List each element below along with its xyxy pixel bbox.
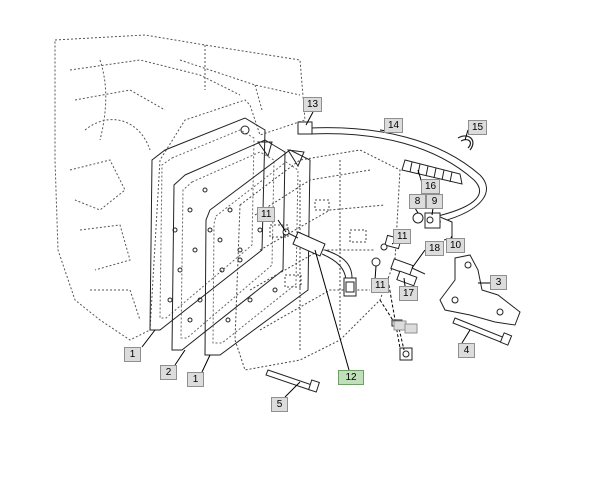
- callout-14[interactable]: 14: [384, 118, 404, 133]
- callout-1-back[interactable]: 1: [124, 347, 141, 362]
- callout-11-middle[interactable]: 11: [393, 229, 412, 244]
- callout-9[interactable]: 9: [426, 194, 443, 209]
- callout-11-upper[interactable]: 11: [257, 207, 276, 222]
- callout-8[interactable]: 8: [409, 194, 426, 209]
- callout-18[interactable]: 18: [425, 241, 445, 256]
- callout-17[interactable]: 17: [399, 286, 419, 301]
- hose-segment: [401, 159, 463, 185]
- leader-lines: [141, 111, 490, 398]
- callout-4[interactable]: 4: [458, 343, 475, 358]
- mounting-bracket: [439, 254, 521, 326]
- callout-1-front[interactable]: 1: [187, 372, 204, 387]
- oil-pipe: [297, 121, 487, 223]
- gasket-plate-middle: [171, 139, 286, 351]
- clip-part: [457, 135, 474, 151]
- gasket-plate-front: [204, 149, 311, 356]
- callout-16[interactable]: 16: [421, 179, 441, 194]
- callout-15[interactable]: 15: [468, 120, 488, 135]
- bolt-short: [265, 369, 320, 393]
- bolt-long: [452, 317, 513, 346]
- callout-10[interactable]: 10: [446, 238, 466, 253]
- callout-2[interactable]: 2: [160, 365, 177, 380]
- callout-5[interactable]: 5: [271, 397, 288, 412]
- minor-callouts: [393, 320, 418, 334]
- pipe-fitting: [412, 212, 453, 241]
- callout-11-lower[interactable]: 11: [371, 278, 390, 293]
- callout-13[interactable]: 13: [303, 97, 323, 112]
- wiring-harness: [282, 228, 357, 297]
- gasket-plate-back: [149, 117, 266, 331]
- callout-12[interactable]: 12: [338, 370, 364, 385]
- callout-3[interactable]: 3: [490, 275, 507, 290]
- transmission-housing: [54, 34, 306, 341]
